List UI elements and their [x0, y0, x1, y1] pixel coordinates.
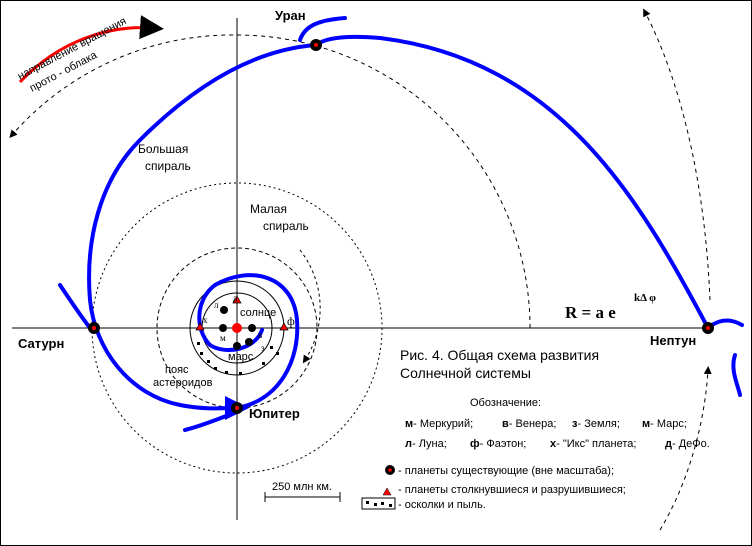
- label-jupiter: Юпитер: [249, 406, 300, 421]
- arc-arrow: [299, 249, 321, 364]
- svg-text:в- Венера;: в- Венера;: [502, 418, 556, 430]
- legend-row-1: м- Меркурий; в- Венера; з- Земля; м- Мар…: [405, 418, 687, 430]
- asteroid-belt: [197, 342, 279, 375]
- legend-debris-icon: [361, 497, 396, 510]
- svg-text:д- ДеФо.: д- ДеФо.: [665, 438, 710, 450]
- legend-destroyed-icon: [382, 487, 392, 496]
- caption-line-2: Солнечной системы: [400, 365, 531, 381]
- svg-text:м- Марс;: м- Марс;: [642, 418, 687, 430]
- formula-exponent: kΔ φ: [634, 292, 656, 304]
- legend-title: Обозначение:: [470, 397, 541, 409]
- legend-destroyed: - планеты столкнувшиеся и разрушившиеся;: [398, 484, 626, 496]
- label-phaeton: ф: [287, 314, 295, 328]
- orbit-jupiter: [156, 247, 318, 409]
- label-defo: д: [233, 293, 238, 303]
- svg-text:ф- Фаэтон;: ф- Фаэтон;: [470, 438, 526, 450]
- label-big-spiral-2: спираль: [145, 159, 191, 173]
- label-moon: л: [214, 300, 219, 310]
- svg-text:м- Меркурий;: м- Меркурий;: [405, 418, 473, 430]
- label-venus: в: [258, 330, 262, 340]
- label-big-spiral-1: Большая: [138, 142, 188, 156]
- legend-existing: - планеты существующие (вне масштаба);: [398, 465, 614, 477]
- label-neptune: Нептун: [650, 333, 696, 348]
- label-belt-2: астероидов: [153, 377, 213, 389]
- label-mars: марс: [228, 351, 254, 363]
- big-spiral: [58, 16, 744, 432]
- label-small-spiral-1: Малая: [250, 202, 287, 216]
- label-mercury: м: [220, 333, 226, 343]
- sun: [232, 323, 242, 333]
- svg-text:л- Луна;: л- Луна;: [405, 438, 447, 450]
- label-belt-1: пояс: [165, 364, 189, 376]
- label-uranus: Уран: [275, 8, 306, 23]
- caption-line-1: Рис. 4. Общая схема развития: [400, 347, 599, 363]
- orbit-neptune: [643, 8, 711, 301]
- svg-text:з- Земля;: з- Земля;: [572, 418, 620, 430]
- label-small-spiral-2: спираль: [263, 219, 309, 233]
- orbit-neptune-lower: [659, 366, 712, 531]
- label-earth: з: [261, 343, 265, 353]
- formula: R = a e: [565, 303, 616, 322]
- label-saturn: Сатурн: [18, 336, 64, 351]
- svg-text:х- "Икс" планета;: х- "Икс" планета;: [550, 438, 636, 450]
- rotation-arrow: [18, 15, 164, 84]
- planets: [88, 39, 714, 414]
- legend-debris: - осколки и пыль.: [398, 499, 486, 511]
- orbit-uranus: [9, 34, 531, 329]
- label-x: х: [203, 315, 208, 325]
- legend-row-2: л- Луна; ф- Фаэтон; х- "Икс" планета; д-…: [405, 438, 710, 450]
- scale-label: 250 млн км.: [272, 481, 332, 493]
- label-sun: солнце: [240, 307, 276, 319]
